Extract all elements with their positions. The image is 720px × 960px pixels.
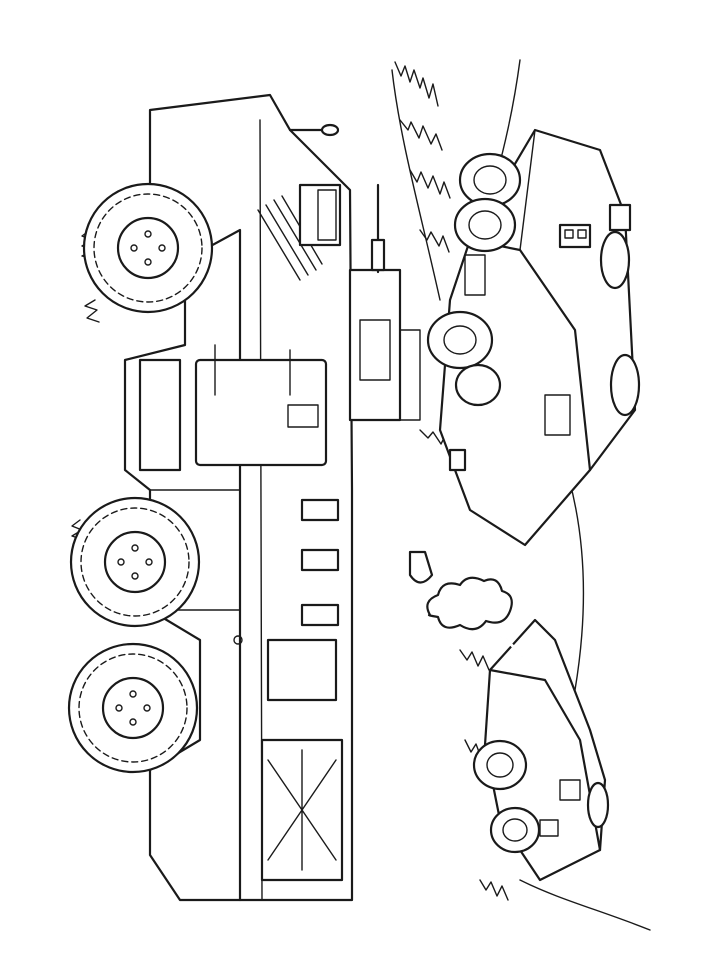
mirror-icon [320, 123, 340, 137]
grass-tuft-1 [394, 61, 439, 107]
tire-tread [80, 507, 190, 617]
upper-door [544, 394, 571, 436]
firing-port-2 [300, 548, 340, 572]
large-armored-vehicle-icon [67, 93, 421, 902]
upper-wheel-1 [458, 152, 522, 208]
turret-panel [359, 319, 391, 381]
tire-tread [93, 193, 203, 303]
vent-grille [257, 195, 323, 281]
shell-icon [408, 550, 434, 584]
hill-line-4 [519, 879, 651, 931]
upper-wheel-3 [426, 310, 494, 370]
door-latch [287, 404, 319, 428]
turret-gun-mantlet [370, 238, 386, 272]
side-door [194, 358, 328, 467]
rear-hatch [266, 638, 338, 702]
lower-panel [539, 819, 559, 837]
grass-tuft-4 [419, 229, 450, 253]
lower-front-wheel [586, 781, 610, 829]
turret-side [399, 329, 421, 421]
upper-box [448, 448, 467, 472]
firing-port-1 [300, 498, 340, 522]
rivet [233, 635, 243, 645]
grass-tuft-6 [459, 649, 490, 671]
wheel-rear [67, 642, 199, 774]
hill-line-2 [391, 69, 441, 301]
wheel-middle [69, 496, 201, 628]
lower-wheel-1 [472, 739, 528, 791]
grass-tuft-2 [399, 119, 443, 151]
grass-tuft-8 [479, 879, 509, 901]
hub-icon [116, 216, 180, 280]
smoke-cloud [426, 576, 513, 631]
armored-vehicle-lower-icon [472, 618, 610, 882]
lower-wheel-2 [489, 806, 541, 854]
grass-tuft-3 [409, 169, 451, 199]
grass-tuft-9 [81, 229, 97, 261]
upper-light [608, 203, 632, 232]
upper-rear-wheel [609, 353, 641, 417]
lower-hatch [559, 779, 581, 801]
tire-tread [78, 653, 188, 763]
upper-front-wheel [599, 230, 631, 290]
grass-tuft-10 [84, 299, 100, 323]
upper-wheel-2 [453, 197, 517, 253]
turret [348, 268, 402, 422]
driver-window [317, 189, 337, 241]
side-panel [138, 358, 182, 472]
upper-window [464, 254, 486, 296]
hub-icon [101, 676, 165, 740]
armored-vehicle-upper-icon [426, 128, 641, 547]
wheel-front [82, 182, 214, 314]
rear-door-x [267, 749, 337, 871]
upper-wheel-4 [454, 363, 502, 407]
driver-hatch [298, 183, 342, 247]
firing-port-3 [300, 603, 340, 627]
hub-icon [103, 530, 167, 594]
shell-body [408, 550, 434, 584]
smoke-cloud-icon [426, 576, 513, 631]
upper-hull-line [519, 129, 536, 251]
